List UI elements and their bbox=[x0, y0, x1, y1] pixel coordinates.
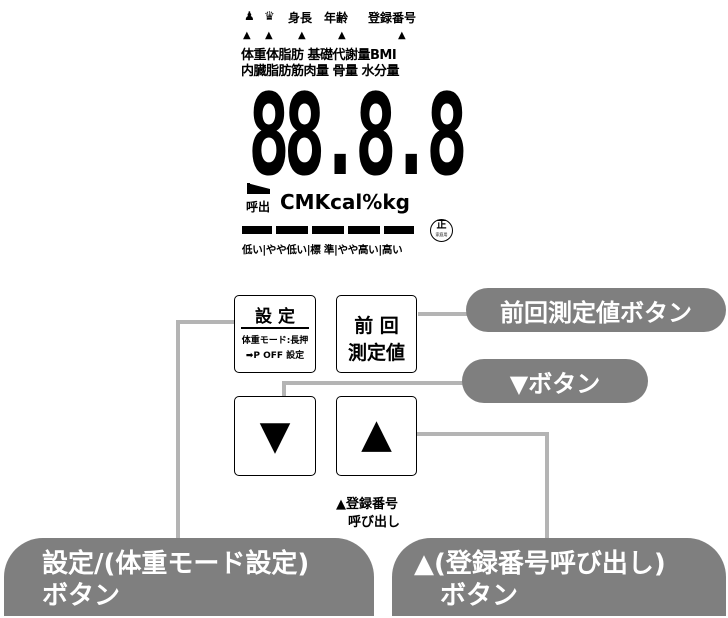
settings-divider bbox=[241, 327, 309, 329]
settings-leader-vertical bbox=[176, 320, 180, 545]
registration-number-label: 登録番号 bbox=[368, 11, 417, 25]
previous-leader bbox=[418, 312, 468, 316]
up-leader-vertical bbox=[545, 432, 549, 544]
up-button-caption-1: ▲登録番号 bbox=[336, 497, 398, 512]
height-label: 身長 bbox=[288, 11, 313, 25]
previous-value-callout: 前回測定値ボタン bbox=[466, 288, 726, 332]
certification-mark-sub: 家庭用 bbox=[435, 232, 448, 237]
indicator-2: ▲ bbox=[265, 30, 273, 41]
settings-button[interactable]: 設 定 体重モード:長押 ➡P OFF 設定 bbox=[234, 295, 316, 373]
settings-button-subtext-1: 体重モード:長押 bbox=[241, 336, 309, 346]
certification-mark: 正 家庭用 bbox=[430, 219, 453, 242]
down-leader-horizontal bbox=[282, 381, 472, 385]
up-arrow-icon: ▲ bbox=[361, 411, 392, 457]
settings-callout-line-2: ボタン bbox=[42, 581, 121, 611]
previous-value-button[interactable]: 前 回 測定値 bbox=[336, 295, 417, 373]
down-button[interactable]: ▼ bbox=[234, 396, 316, 476]
level-scale-labels: 低い|やや低い|標 準|やや高い|高い bbox=[242, 244, 403, 256]
down-button-callout-text: ▼ボタン bbox=[509, 369, 601, 398]
settings-callout-line-1: 設定/(体重モード設定) bbox=[42, 549, 310, 579]
measurement-row-1: 体重体脂肪 基礎代謝量BMI bbox=[241, 48, 397, 63]
age-label: 年齢 bbox=[324, 11, 349, 25]
settings-button-subtext-2: ➡P OFF 設定 bbox=[245, 351, 305, 361]
up-button-callout-line-2: ボタン bbox=[440, 581, 519, 611]
previous-button-line-2: 測定値 bbox=[347, 342, 405, 364]
up-button-callout: ▲(登録番号呼び出し) ボタン bbox=[392, 538, 726, 616]
measurement-row-2: 内臓脂肪筋肉量 骨量 水分量 bbox=[241, 64, 400, 79]
settings-button-label: 設 定 bbox=[255, 307, 295, 327]
indicator-3: ▲ bbox=[298, 30, 306, 41]
level-bar-2 bbox=[276, 226, 308, 234]
previous-button-line-1: 前 回 bbox=[354, 315, 399, 337]
certification-mark-main: 正 bbox=[436, 220, 447, 231]
previous-value-callout-text: 前回測定値ボタン bbox=[500, 298, 692, 327]
settings-leader-horizontal bbox=[176, 320, 234, 324]
indicator-5: ▲ bbox=[398, 30, 406, 41]
up-button[interactable]: ▲ bbox=[336, 396, 417, 476]
down-button-callout: ▼ボタン bbox=[462, 359, 648, 403]
down-arrow-icon: ▼ bbox=[259, 413, 291, 459]
up-button-callout-line-1: ▲(登録番号呼び出し) bbox=[414, 549, 666, 579]
level-bar-5 bbox=[384, 226, 414, 234]
indicator-4: ▲ bbox=[338, 30, 346, 41]
settings-callout: 設定/(体重モード設定) ボタン bbox=[4, 538, 374, 616]
level-bar-4 bbox=[348, 226, 380, 234]
call-label: 呼出 bbox=[246, 200, 271, 214]
unit-labels: CMKcal%kg bbox=[280, 190, 410, 214]
indicator-1: ▲ bbox=[243, 30, 251, 41]
battery-icon bbox=[247, 183, 270, 194]
up-leader-horizontal bbox=[412, 432, 549, 436]
female-icon: ♛ bbox=[264, 9, 275, 23]
male-icon: ♟ bbox=[244, 9, 255, 23]
up-button-caption-2: 呼び出し bbox=[348, 515, 401, 530]
seven-segment-digits: 88.8.8 bbox=[248, 71, 468, 201]
level-bar-3 bbox=[312, 226, 344, 234]
level-bar-1 bbox=[242, 226, 272, 234]
